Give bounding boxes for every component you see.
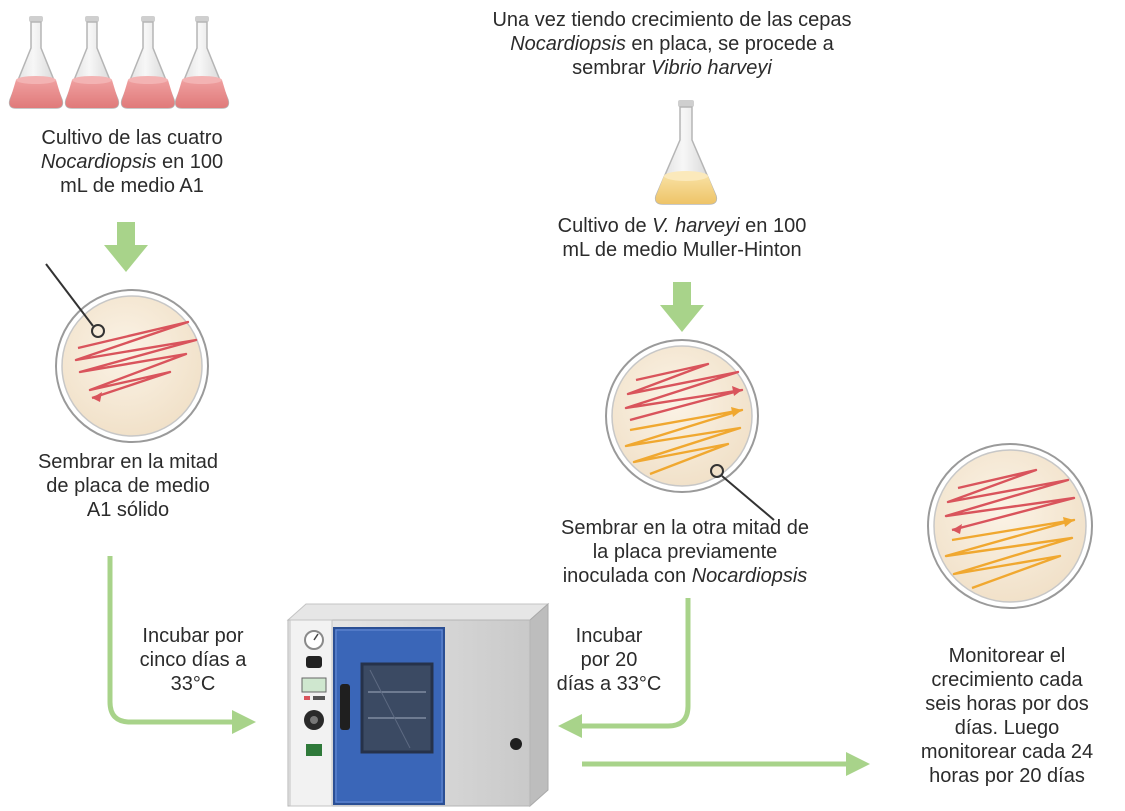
label-incubar-veinte: Incubar por 20 días a 33°C [556,625,662,695]
down-arrow-icon [660,282,704,332]
inoculation-loop-icon [710,464,775,521]
down-arrow-icon [104,222,148,272]
petri-plate-icon [927,443,1093,609]
label-cultivo-nocardiopsis: Cultivo de las cuatro Nocardiopsis en 10… [40,127,224,197]
flask-icon [120,16,176,109]
connector-arrow-left [107,556,256,734]
label-sembrar-otra-mitad: Sembrar en la otra mitad de la placa pre… [561,517,809,587]
flask-icon [64,16,120,109]
connector-arrow-right [582,752,870,776]
connector-arrow-middle [558,598,691,738]
incubator-icon [286,602,550,808]
flask-icon [8,16,64,109]
petri-plate-icon [55,289,209,443]
label-monitorear: Monitorear el crecimiento cada seis hora… [920,645,1094,787]
flask-icon [654,100,718,205]
label-incubar-cinco: Incubar por cinco días a 33°C [139,625,247,695]
flask-icon [174,16,230,109]
label-intro-vibrio: Una vez tiendo crecimiento de las cepas … [492,9,852,79]
label-sembrar-mitad: Sembrar en la mitad de placa de medio A1… [37,451,219,521]
petri-plate-icon [605,339,759,493]
inoculation-loop-icon [45,263,105,338]
label-cultivo-vibrio: Cultivo de V. harveyi en 100 mL de medio… [557,215,807,261]
